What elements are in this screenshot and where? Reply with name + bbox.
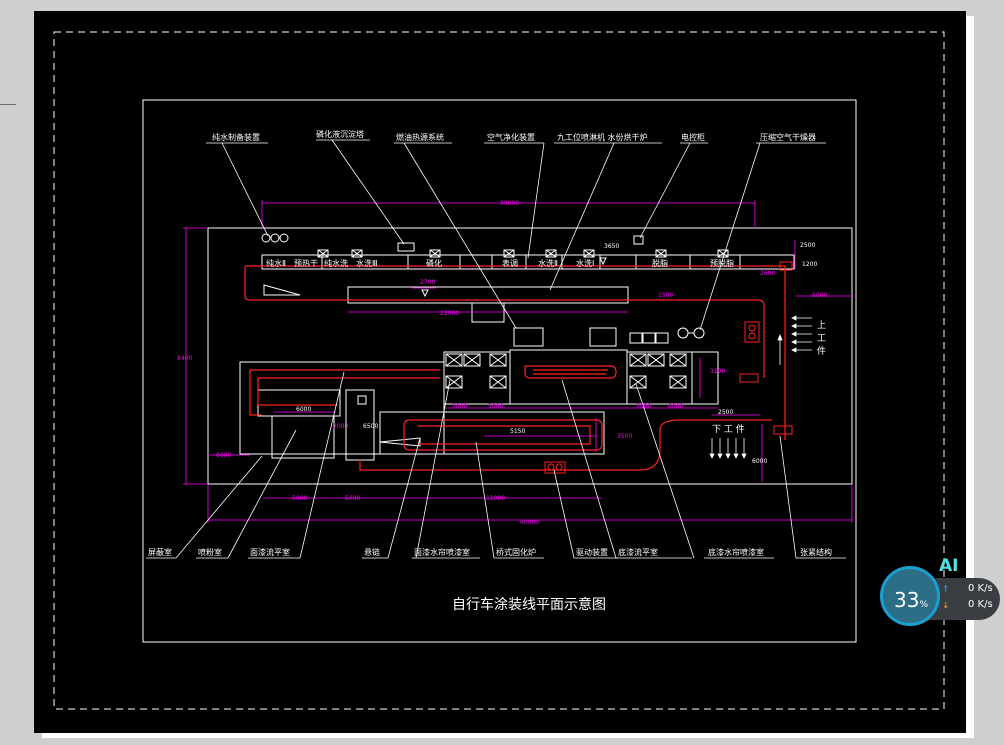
booth-fans <box>445 353 687 389</box>
dim-2500c: 2500 <box>718 409 733 416</box>
label-powder-room: 喷粉室 <box>198 547 222 557</box>
label-air-dryer: 压缩空气干燥器 <box>760 132 816 142</box>
label-primer-flash: 底漆流平室 <box>618 547 658 557</box>
dim-5150: 5150 <box>510 428 525 435</box>
dim-5000c: 5000 <box>636 403 651 410</box>
label-spray-dryer: 九工位喷淋机 水份烘干炉 <box>557 132 648 142</box>
label-shield-room: 屏蔽室 <box>148 547 172 557</box>
station-conditioning: 表调 <box>502 258 518 268</box>
station-labels: 纯水Ⅱ 预热干 纯水洗 水洗Ⅲ 磷化 表调 水洗Ⅱ 水洗Ⅰ 脱脂 预脱脂 <box>266 258 734 268</box>
dim-27000: 2700 <box>420 279 435 286</box>
usage-percent: 33% <box>894 588 929 612</box>
dashed-outer-border <box>53 31 945 710</box>
dim-top-total: 39000 <box>500 200 519 207</box>
dim-6500: 6500 <box>363 423 378 430</box>
label-drive-unit: 驱动装置 <box>576 547 608 557</box>
label-oil-heat-system: 燃油热源系统 <box>396 132 444 142</box>
dim-2500: 2500 <box>800 242 815 249</box>
dim-1500: 1500 <box>658 292 673 299</box>
dim-5000b: 5000 <box>488 403 503 410</box>
dim-5000e: 5000 <box>345 495 360 502</box>
drawing-sheet <box>34 11 966 733</box>
station-degrease: 脱脂 <box>652 258 668 268</box>
dimension-lines <box>183 200 853 523</box>
conveyor-devices <box>544 261 793 474</box>
dim-5000d: 5000 <box>292 495 307 502</box>
plant-outline <box>207 227 853 485</box>
download-speed: 0 K/s <box>968 599 993 610</box>
leader-lines <box>146 139 846 559</box>
pump-symbols <box>261 233 729 405</box>
station-phosphating: 磷化 <box>426 258 442 268</box>
dim-2000: 2000 <box>333 423 348 430</box>
direction-arrows <box>709 315 812 459</box>
station-preheat: 预热干 <box>294 258 318 268</box>
station-pre-degrease: 预脱脂 <box>710 258 734 268</box>
callout-labels: 纯水制备装置 磷化液沉淀塔 燃油热源系统 空气净化装置 九工位喷淋机 水份烘干炉… <box>148 129 832 557</box>
station-wash-1: 水洗Ⅰ <box>576 258 594 268</box>
dim-3100: 3100 <box>710 368 725 375</box>
dim-6000d: 6000 <box>752 458 767 465</box>
dim-6000e: 6000 <box>216 452 231 459</box>
station-pure-wash: 纯水洗 <box>324 258 348 268</box>
label-control-cabinet: 电控柜 <box>681 132 705 142</box>
label-phosphate-tower: 磷化液沉淀塔 <box>316 129 364 139</box>
dim-6000c: 6000 <box>296 406 311 413</box>
label-unload: 下 工 件 <box>712 423 745 435</box>
label-primer-booth: 底漆水帘喷漆室 <box>708 547 764 557</box>
label-chain: 悬链 <box>364 547 380 557</box>
usage-circle[interactable] <box>880 566 940 626</box>
dim-2600: 2600 <box>760 270 775 277</box>
ai-label: AI <box>939 556 959 576</box>
label-bridge-oven: 桥式固化炉 <box>496 547 536 557</box>
dim-overall-width: 60000 <box>520 519 539 526</box>
upload-arrow-icon: ↑ <box>942 585 950 595</box>
upload-speed: 0 K/s <box>968 583 993 594</box>
dim-11000: 11000 <box>486 495 505 502</box>
dim-1200: 1200 <box>802 261 817 268</box>
dim-22000: 22000 <box>440 310 459 317</box>
drawing-title: 自行车涂装线平面示意图 <box>452 596 606 613</box>
dim-height-total: 8400 <box>177 355 192 362</box>
station-wash-3: 水洗Ⅲ <box>356 258 378 268</box>
label-tensioner: 张紧结构 <box>800 547 832 557</box>
label-load-1: 上 <box>817 320 826 331</box>
window-edge-tick <box>0 104 16 105</box>
label-pure-water-unit: 纯水制备装置 <box>212 132 260 142</box>
station-dividers <box>321 255 741 269</box>
dimension-texts: 39000 60000 8400 2500 1200 3650 2600 600… <box>177 200 827 526</box>
dim-3500: 3500 <box>617 433 632 440</box>
station-pure-water-2: 纯水Ⅱ <box>266 258 286 268</box>
download-arrow-icon: ↓ <box>942 601 950 611</box>
label-topcoat-booth: 面漆水帘喷漆室 <box>414 547 470 557</box>
station-wash-2: 水洗Ⅱ <box>538 258 558 268</box>
label-load-3: 件 <box>817 345 826 357</box>
dim-6000b: 6000 <box>668 403 683 410</box>
label-load-2: 工 <box>817 334 826 344</box>
dim-5000a: 5000 <box>452 403 467 410</box>
conveyor-path <box>244 265 786 471</box>
title-frame <box>142 99 857 643</box>
dim-6000a: 6000 <box>812 292 827 299</box>
label-air-purifier: 空气净化装置 <box>487 132 535 142</box>
side-labels: 上 工 件 下 工 件 <box>712 320 826 435</box>
network-speed-widget[interactable]: 33% AI ↑ 0 K/s ↓ 0 K/s <box>880 554 1002 632</box>
dim-3650: 3650 <box>604 243 619 250</box>
label-topcoat-flash: 面漆流平室 <box>250 547 290 557</box>
